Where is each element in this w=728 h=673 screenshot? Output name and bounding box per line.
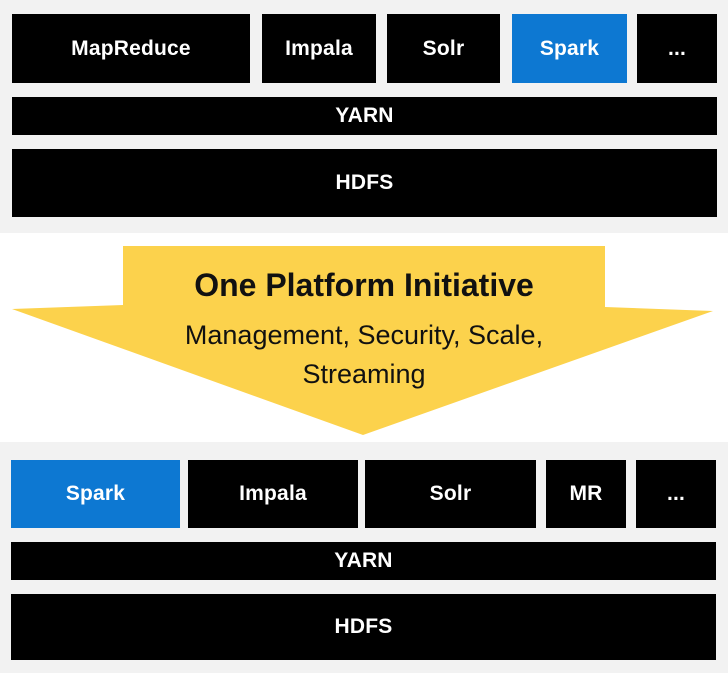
bottom-box-mr: MR bbox=[546, 460, 626, 528]
arrow-subtitle-line1: Management, Security, Scale, bbox=[184, 320, 544, 350]
bottom-box-impala: Impala bbox=[188, 460, 358, 528]
bottom-bar-yarn: YARN bbox=[11, 542, 716, 580]
top-box-mapreduce: MapReduce bbox=[12, 14, 250, 83]
bottom-box-spark: Spark bbox=[11, 460, 180, 528]
bottom-box-solr: Solr bbox=[365, 460, 536, 528]
top-box-ellipsis: ... bbox=[637, 14, 717, 83]
bottom-box-ellipsis: ... bbox=[636, 460, 716, 528]
down-arrow-icon bbox=[12, 246, 713, 435]
top-bar-hdfs: HDFS bbox=[12, 149, 717, 217]
top-box-solr: Solr bbox=[387, 14, 500, 83]
top-box-spark: Spark bbox=[512, 14, 627, 83]
arrow-subtitle-line2: Streaming bbox=[302, 359, 426, 389]
top-box-impala: Impala bbox=[262, 14, 376, 83]
bottom-bar-hdfs: HDFS bbox=[11, 594, 716, 660]
middle-band: One Platform Initiative Management, Secu… bbox=[0, 233, 728, 442]
arrow-title: One Platform Initiative bbox=[194, 267, 534, 303]
top-bar-yarn: YARN bbox=[12, 97, 717, 135]
